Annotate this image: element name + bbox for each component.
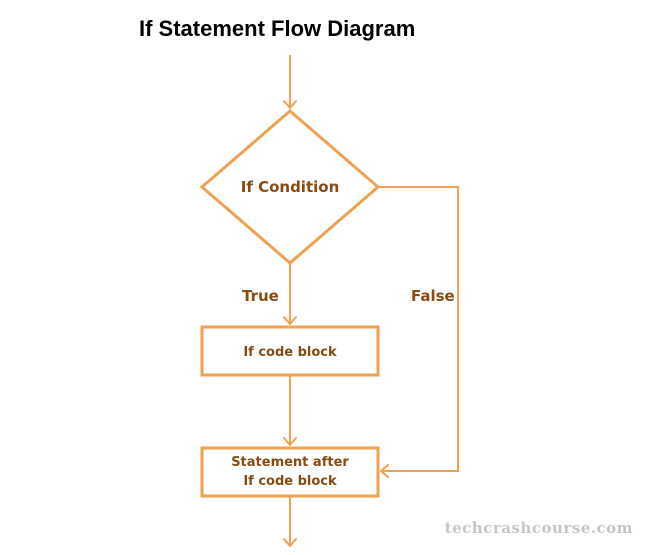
exit-arrowhead (283, 538, 297, 547)
if-code-block-box (200, 325, 380, 377)
block-arrowhead (283, 437, 297, 446)
true-edge-label: True (242, 287, 279, 305)
after-block-label-line2: If code block (243, 474, 337, 489)
after-block-label-line1: Statement after (231, 455, 349, 470)
false-edge-label: False (411, 287, 455, 305)
if-code-block-label: If code block (243, 345, 337, 360)
false-arrowhead (380, 464, 389, 478)
false-connector (378, 186, 459, 472)
true-arrowhead (283, 316, 297, 325)
condition-label: If Condition (241, 178, 340, 196)
entry-arrowhead (283, 100, 297, 109)
diagram-title: If Statement Flow Diagram (139, 16, 415, 41)
watermark: techcrashcourse.com (445, 519, 633, 537)
